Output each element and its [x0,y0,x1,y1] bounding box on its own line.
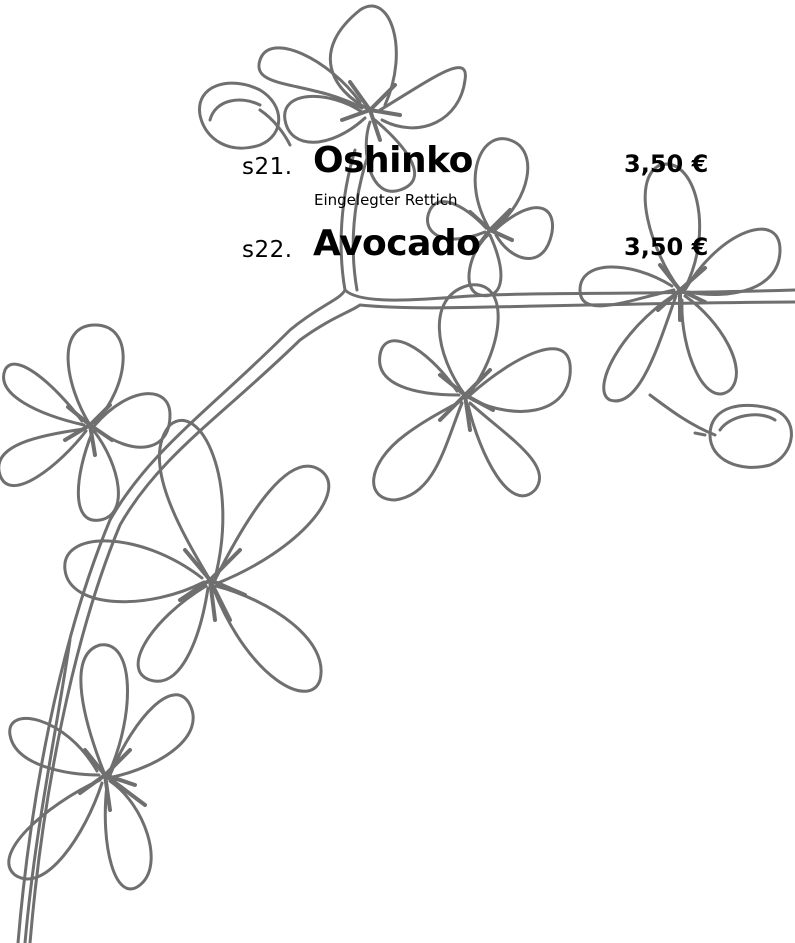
flower-bottom [7,643,195,891]
branch-twig-left [23,638,72,943]
menu-list: s21. Oshinko Eingelegter Rettich 3,50 € … [0,0,795,300]
flower-right [578,162,782,403]
menu-item-number: s22. [242,237,293,263]
menu-item-price: 3,50 € [624,233,709,261]
branch-main [16,288,795,943]
menu-item-number: s21. [242,154,293,180]
menu-item-name: Oshinko [313,140,473,181]
branch-main-inner [28,300,795,943]
bud-right [693,403,793,469]
branch-twig-top [339,148,357,292]
menu-item-price: 3,50 € [624,150,709,178]
branch-twig-top2 [351,153,370,292]
bud-top-left [198,81,292,150]
branch-twig-right [648,393,717,437]
flower-mid [426,137,555,298]
flower-large [63,418,331,693]
menu-item-name: Avocado [313,223,481,264]
flower-lower-center [372,283,572,502]
flower-left [0,323,172,522]
menu-item-description: Eingelegter Rettich [314,191,458,209]
flower-top [257,4,467,193]
